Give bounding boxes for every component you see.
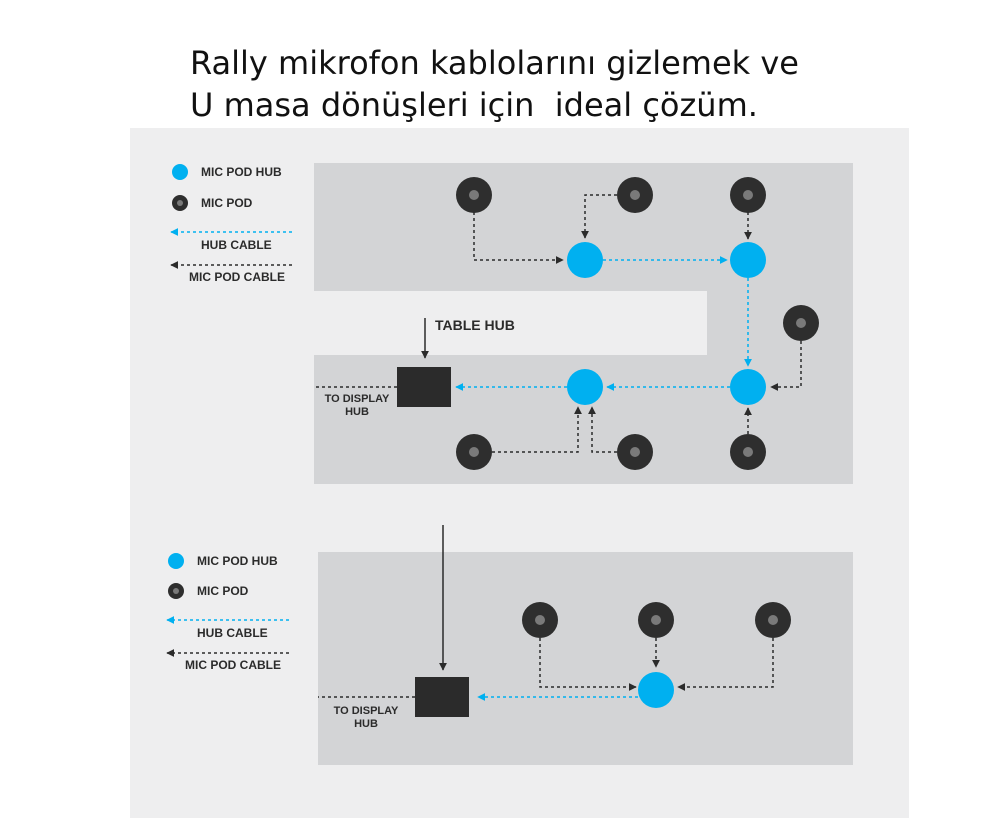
to-display-hub-label-line2-bottom: HUB xyxy=(354,718,378,730)
mic-pod-cable xyxy=(539,638,637,691)
mic-pod-cable xyxy=(677,638,774,691)
mic-pod xyxy=(730,177,766,213)
legend-mic-pod-label: MIC POD xyxy=(201,196,253,210)
mic-pod xyxy=(783,305,819,341)
mic-pod xyxy=(730,434,766,470)
mic-pod-cable xyxy=(473,212,564,264)
legend-mic-pod-cable-label: MIC POD CABLE xyxy=(185,658,281,672)
top-mic-pod-cables xyxy=(314,194,802,453)
legend-mic-pod-hub-label: MIC POD HUB xyxy=(197,554,278,568)
mic-pod-hub xyxy=(730,242,766,278)
table-hub-label: TABLE HUB xyxy=(435,317,515,333)
straight-table xyxy=(318,552,853,765)
legend-bottom: MIC POD HUB MIC POD HUB CABLE MIC POD CA… xyxy=(166,553,289,672)
top-mic-pods xyxy=(456,177,819,470)
mic-pod xyxy=(617,434,653,470)
mic-pod xyxy=(456,177,492,213)
mic-pod-cable xyxy=(588,406,617,453)
table-hub-box-bottom xyxy=(415,677,469,717)
mic-pod xyxy=(617,177,653,213)
mic-pod xyxy=(638,602,674,638)
legend-mic-pod-label: MIC POD xyxy=(197,584,249,598)
title-line-1: Rally mikrofon kablolarını gizlemek ve xyxy=(190,44,799,82)
to-display-hub-label-line1-bottom: TO DISPLAY xyxy=(334,705,399,717)
mic-pod xyxy=(456,434,492,470)
to-display-hub-label-line2: HUB xyxy=(345,406,369,418)
mic-pod xyxy=(522,602,558,638)
legend-mic-pod-hub-label: MIC POD HUB xyxy=(201,165,282,179)
mic-pod-cable xyxy=(581,194,617,239)
table-hub-box xyxy=(397,367,451,407)
title-line-2: U masa dönüşleri için ideal çözüm. xyxy=(190,86,758,124)
mic-pod xyxy=(755,602,791,638)
mic-pod-cable xyxy=(492,406,582,453)
legend-mic-pod-cable-label: MIC POD CABLE xyxy=(189,270,285,284)
legend-mic-pod-icon-center xyxy=(177,200,183,206)
legend-hub-cable-label: HUB CABLE xyxy=(201,238,272,252)
mic-pod-hub xyxy=(730,369,766,405)
top-mic-pod-hubs xyxy=(567,242,766,405)
legend-mic-pod-icon-center xyxy=(173,588,179,594)
mic-pod-hub xyxy=(567,369,603,405)
bottom-mic-pods xyxy=(522,602,791,638)
legend-top: MIC POD HUB MIC POD HUB CABLE MIC POD CA… xyxy=(170,164,292,284)
legend-hub-cable-label: HUB CABLE xyxy=(197,626,268,640)
legend-mic-pod-hub-icon xyxy=(168,553,184,569)
to-display-hub-label-line1: TO DISPLAY xyxy=(325,393,390,405)
legend-mic-pod-hub-icon xyxy=(172,164,188,180)
mic-pod-cable xyxy=(770,341,802,391)
top-hub-cables xyxy=(455,256,752,391)
mic-pod-hub xyxy=(567,242,603,278)
page-title: Rally mikrofon kablolarını gizlemek ve U… xyxy=(190,42,799,126)
mic-pod-hub xyxy=(638,672,674,708)
bottom-mic-pod-cables xyxy=(318,638,774,698)
